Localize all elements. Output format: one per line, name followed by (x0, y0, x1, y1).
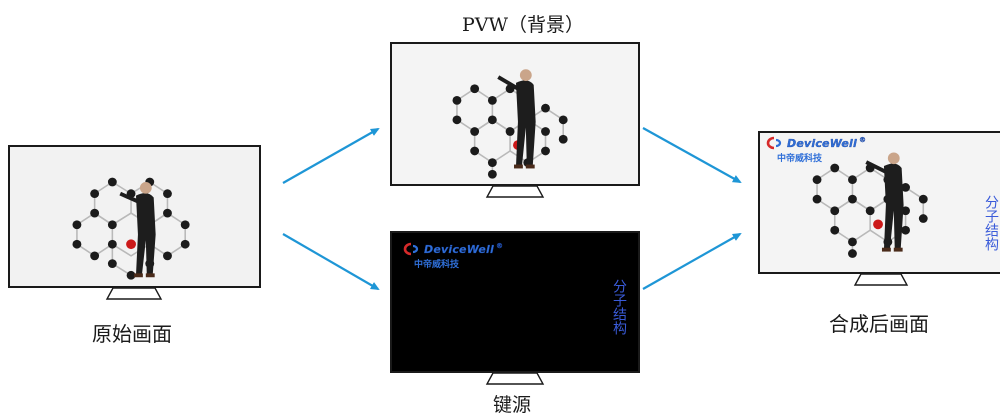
logo-chinese-name: 中帝威科技 (777, 154, 823, 164)
devicewell-logo: DeviceWell ® 中帝威科技 (402, 242, 503, 270)
presenter-figure (865, 152, 904, 252)
pvw-screen (390, 42, 640, 186)
devicewell-logo-icon (766, 136, 782, 150)
original-screen-stand (105, 288, 163, 300)
molecule-presenter-image (760, 133, 1000, 272)
logo-brand-text: DeviceWell (787, 136, 857, 150)
logo-registered-mark: ® (495, 242, 504, 250)
caption-key: 键源 (493, 394, 532, 416)
composite-screen: DeviceWell ® 中帝威科技 分子结构 (758, 131, 1000, 274)
arrow-original-to-pvw (282, 128, 380, 184)
molecule-presenter-image (10, 147, 259, 286)
pvw-screen-stand (485, 186, 545, 198)
composite-screen-stand (853, 274, 909, 286)
key-vertical-text: 分子结构 (611, 279, 627, 335)
arrow-pvw-to-composite (642, 127, 742, 183)
logo-brand-text: DeviceWell (424, 242, 494, 256)
original-screen (8, 145, 261, 288)
devicewell-logo-icon (403, 242, 419, 256)
presenter-figure (119, 181, 156, 278)
key-source-screen: DeviceWell ® 中帝威科技 分子结构 (390, 231, 640, 373)
caption-pvw: PVW（背景） (462, 14, 585, 36)
key-source-screen-stand (485, 373, 545, 385)
logo-chinese-name: 中帝威科技 (414, 260, 460, 270)
arrow-key-to-composite (642, 233, 742, 290)
logo-registered-mark: ® (858, 136, 867, 144)
composite-vertical-text: 分子结构 (983, 195, 999, 251)
caption-composite: 合成后画面 (829, 312, 929, 336)
devicewell-logo: DeviceWell ® 中帝威科技 (765, 136, 866, 164)
arrow-original-to-key (282, 233, 380, 291)
presenter-figure (497, 69, 536, 169)
molecule-presenter-image (392, 44, 638, 184)
caption-original: 原始画面 (92, 322, 172, 346)
